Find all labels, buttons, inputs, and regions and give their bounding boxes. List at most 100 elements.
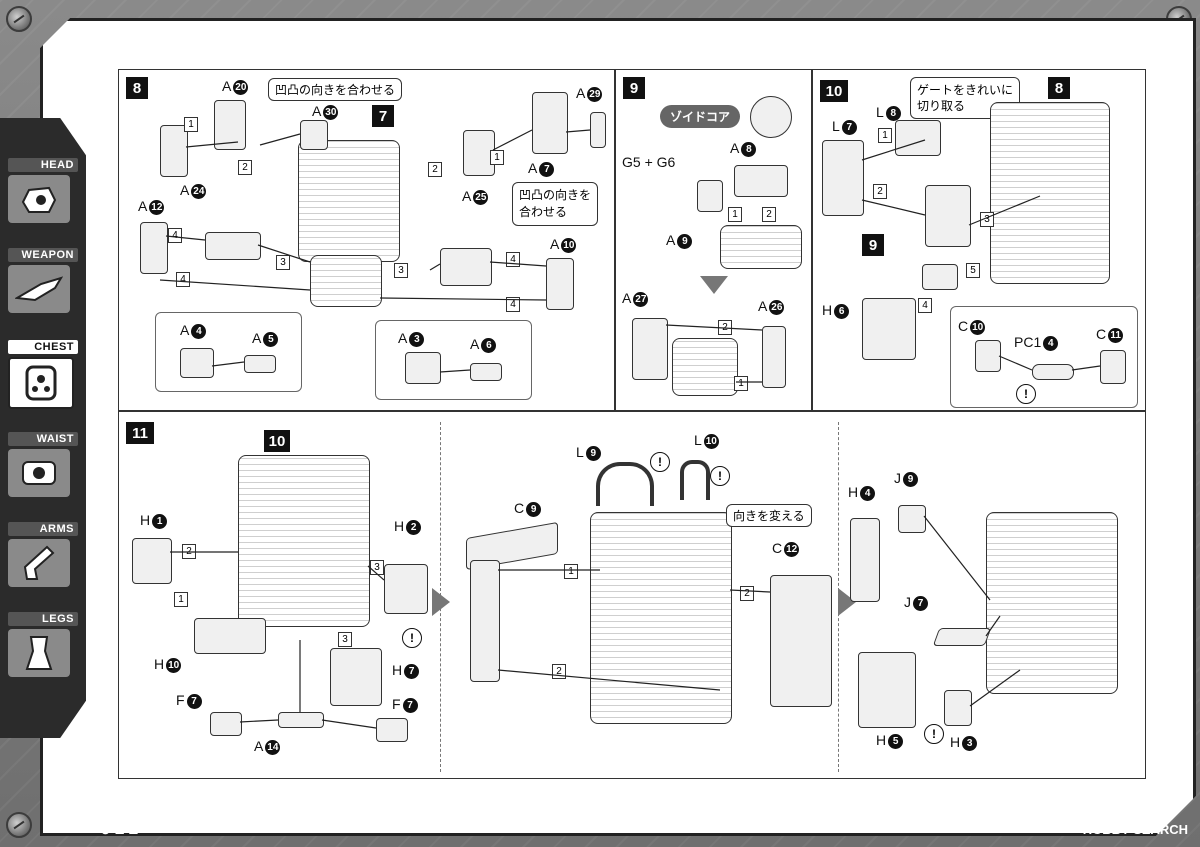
chest-assembly-drawing <box>238 455 370 627</box>
assembly-order: 2 <box>428 162 442 177</box>
part-a25-drawing <box>463 130 495 176</box>
caution-icon: ! <box>402 628 422 648</box>
part-number: 9 <box>526 501 542 517</box>
part-c10-drawing <box>975 340 1001 372</box>
runner-letter: A <box>550 236 560 252</box>
core-assembly-drawing <box>672 338 738 396</box>
runner-letter: A <box>312 103 322 119</box>
nav-waist[interactable]: WAIST <box>8 432 78 497</box>
legs-icon <box>8 629 70 677</box>
part-a10-drawing <box>546 258 574 310</box>
step-number: 11 <box>126 422 154 444</box>
part-number: 8 <box>741 141 757 157</box>
nav-label: WEAPON <box>8 248 78 262</box>
nav-label: WAIST <box>8 432 78 446</box>
part-l8-drawing <box>895 120 941 156</box>
next-arrow-icon <box>432 588 450 616</box>
hinge-part-drawing <box>922 264 958 290</box>
part-h2-drawing <box>384 564 428 614</box>
assembly-order: 2 <box>740 586 754 601</box>
assembly-order: 4 <box>506 252 520 267</box>
assembly-order: 2 <box>762 207 776 222</box>
callout-line: 合わせる <box>519 205 568 219</box>
runner-letter: A <box>180 322 190 338</box>
assembly-order: 3 <box>338 632 352 647</box>
part-number: 12 <box>149 199 165 215</box>
part-number: 9 <box>677 233 693 249</box>
part-number: 9 <box>585 445 601 461</box>
part-number: 24 <box>191 183 207 199</box>
part-h1-drawing <box>132 538 172 584</box>
nav-weapon[interactable]: WEAPON <box>8 248 78 313</box>
chest-assembly-drawing <box>590 512 732 724</box>
part-f7a-drawing <box>210 712 242 736</box>
assembly-order: 2 <box>718 320 732 335</box>
part-number: 6 <box>481 337 497 353</box>
part-a6-drawing <box>470 363 502 381</box>
nav-head[interactable]: HEAD <box>8 158 78 223</box>
part-a4-drawing <box>180 348 214 378</box>
pc-label: PC1 <box>1014 334 1042 350</box>
part-j7-drawing <box>932 628 992 646</box>
nav-legs[interactable]: LEGS <box>8 612 78 677</box>
part-number: 30 <box>323 104 339 120</box>
cable-l10-drawing <box>680 460 710 500</box>
part-a30-drawing <box>300 120 328 150</box>
part-number: 7 <box>402 697 418 713</box>
step-reference: 10 <box>264 430 290 452</box>
nav-label: ARMS <box>8 522 78 536</box>
assembly-order: 4 <box>506 297 520 312</box>
detail-inset <box>155 312 302 392</box>
assembly-order: 3 <box>394 263 408 278</box>
assembly-order: 4 <box>176 272 190 287</box>
runner-letter: A <box>222 78 232 94</box>
part-a3-drawing <box>405 352 441 384</box>
part-number: 8 <box>885 105 901 121</box>
assembly-order: 4 <box>918 298 932 313</box>
part-number: 14 <box>265 739 281 755</box>
nav-chest[interactable]: CHEST <box>8 340 78 409</box>
part-number: 27 <box>633 291 649 307</box>
chest-assembly-drawing <box>298 140 400 262</box>
part-a14-drawing <box>278 712 324 728</box>
zoid-core-label: ゾイドコア <box>660 105 741 128</box>
part-number: 4 <box>860 485 876 501</box>
chest-assembly-drawing <box>986 512 1118 694</box>
page-number: 011 <box>100 818 142 839</box>
step-reference: 9 <box>862 234 884 256</box>
part-a26-drawing <box>762 326 786 388</box>
part-number: 9 <box>903 471 918 487</box>
chest-assembly-drawing <box>990 102 1110 284</box>
runner-letter: A <box>398 330 408 346</box>
caution-icon: ! <box>924 724 944 744</box>
chest-icon <box>8 357 74 409</box>
assembly-order: 1 <box>490 150 504 165</box>
step-reference: 7 <box>372 105 394 127</box>
part-c11-drawing <box>1100 350 1126 384</box>
assembly-order: 1 <box>174 592 188 607</box>
core-base-drawing <box>720 225 802 269</box>
assembly-order: 1 <box>184 117 198 132</box>
screw-icon <box>6 6 32 32</box>
assembly-order: 3 <box>370 560 384 575</box>
assembly-order: 4 <box>168 228 182 243</box>
step-reference: 8 <box>1048 77 1070 99</box>
cable-l9-drawing <box>596 462 654 506</box>
part-number: 7 <box>841 119 857 135</box>
nav-arms[interactable]: ARMS <box>8 522 78 587</box>
